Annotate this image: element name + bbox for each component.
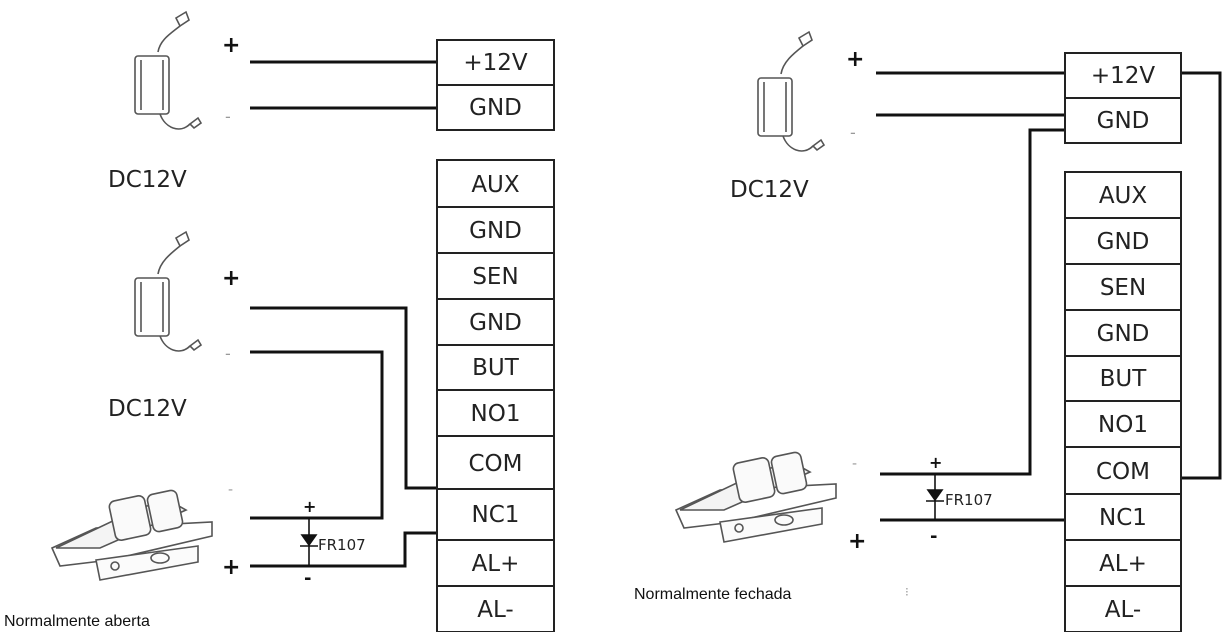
terminal-block-top-right: +12V GND bbox=[1064, 52, 1182, 144]
caption-normally-open: Normalmente aberta bbox=[4, 613, 150, 630]
terminal-12v: +12V bbox=[463, 50, 528, 76]
terminal-al-plus: AL+ bbox=[1099, 551, 1147, 577]
terminal-nc1: NC1 bbox=[1099, 505, 1147, 531]
psu2-minus-sign: - bbox=[225, 344, 231, 363]
terminal-aux: AUX bbox=[1099, 183, 1148, 209]
terminal-no1: NO1 bbox=[471, 401, 521, 427]
psu2-label: DC12V bbox=[108, 396, 187, 422]
terminal-com: COM bbox=[1096, 459, 1150, 485]
diode-right-plus-sign: + bbox=[929, 453, 942, 472]
terminal-12v: +12V bbox=[1091, 63, 1156, 89]
psu3-minus-sign: - bbox=[850, 123, 856, 142]
terminal-gnd: GND bbox=[1097, 321, 1150, 347]
psu1-plus-sign: + bbox=[222, 33, 240, 58]
power-supply-2-icon bbox=[134, 230, 203, 352]
psu3-label: DC12V bbox=[730, 177, 809, 203]
terminal-com: COM bbox=[468, 451, 522, 477]
terminal-block-main-right: AUX GND SEN GND BUT NO1 COM NC1 AL+ AL- bbox=[1064, 171, 1182, 632]
wires-left bbox=[250, 60, 437, 568]
lock-minus-sign: - bbox=[228, 482, 233, 498]
terminal-but: BUT bbox=[472, 355, 520, 381]
lock-plus-sign: + bbox=[222, 555, 240, 580]
terminal-al-minus: AL- bbox=[1105, 597, 1141, 623]
diode-fr107-left-icon bbox=[300, 534, 318, 547]
terminal-al-plus: AL+ bbox=[472, 551, 520, 577]
caption-normally-closed: Normalmente fechada bbox=[634, 586, 792, 603]
terminal-sen: SEN bbox=[1100, 275, 1146, 301]
stray-mark: ⁝ bbox=[905, 585, 909, 599]
power-supply-3-icon bbox=[757, 30, 826, 152]
electric-lock-icon bbox=[50, 489, 213, 581]
terminal-no1: NO1 bbox=[1098, 412, 1148, 438]
terminal-gnd-power: GND bbox=[1097, 108, 1150, 134]
diode-right-minus-sign: - bbox=[930, 526, 937, 547]
lock2-minus-sign: - bbox=[852, 456, 857, 472]
diode-fr107-right-icon bbox=[926, 489, 944, 502]
terminal-gnd: GND bbox=[469, 310, 522, 336]
diode-left-plus-sign: + bbox=[303, 497, 316, 516]
terminal-aux: AUX bbox=[471, 172, 520, 198]
terminal-gnd: GND bbox=[1097, 229, 1150, 255]
terminal-al-minus: AL- bbox=[477, 597, 513, 623]
diode-right-label: FR107 bbox=[945, 491, 993, 509]
diode-left-label: FR107 bbox=[318, 536, 366, 554]
psu1-minus-sign: - bbox=[225, 107, 231, 126]
terminal-nc1: NC1 bbox=[472, 502, 520, 528]
diagram-normally-open: + - DC12V + - DC12V - + bbox=[4, 10, 555, 632]
terminal-block-main-left: AUX GND SEN GND BUT NO1 COM NC1 AL+ AL- bbox=[436, 159, 555, 632]
lock2-plus-sign: + bbox=[848, 529, 866, 554]
diagram-normally-closed: + - DC12V - + + - FR107 bbox=[634, 30, 1222, 632]
terminal-but: BUT bbox=[1100, 366, 1148, 392]
psu1-label: DC12V bbox=[108, 167, 187, 193]
terminal-gnd: GND bbox=[469, 218, 522, 244]
terminal-gnd-power: GND bbox=[469, 95, 522, 121]
terminal-block-top-left: +12V GND bbox=[436, 39, 555, 131]
psu2-plus-sign: + bbox=[222, 266, 240, 291]
psu3-plus-sign: + bbox=[846, 47, 864, 72]
diode-left-minus-sign: - bbox=[304, 568, 311, 589]
wires-right bbox=[876, 71, 1222, 522]
terminal-sen: SEN bbox=[472, 264, 518, 290]
power-supply-1-icon bbox=[134, 10, 203, 130]
electric-lock-2-icon bbox=[674, 451, 837, 543]
